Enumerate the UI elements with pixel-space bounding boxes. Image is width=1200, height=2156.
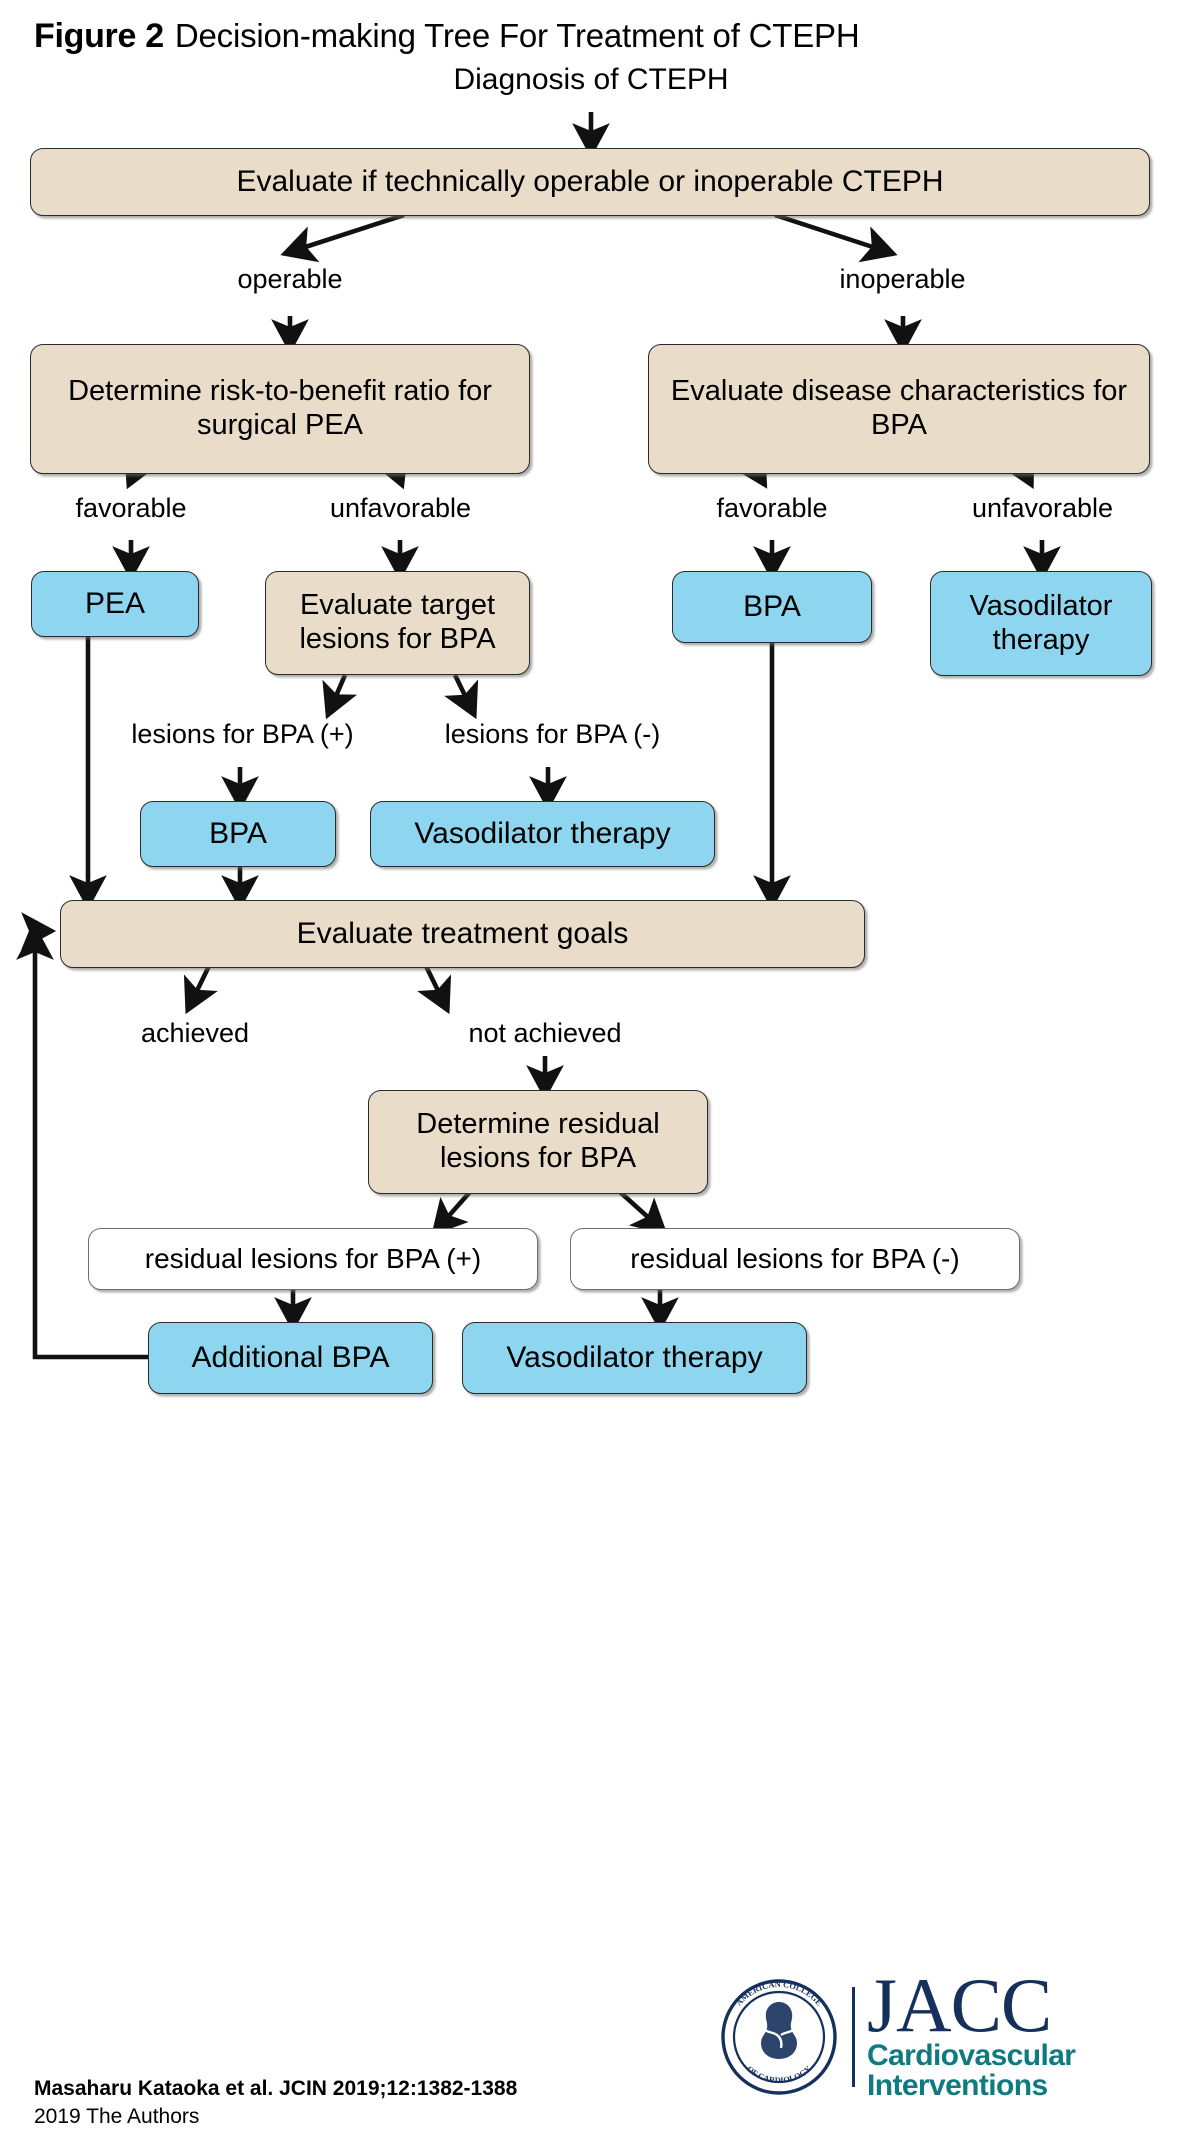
node-bpa-lesions-positive[interactable]: BPA	[140, 801, 336, 867]
edge-label-unfavorable-pea: unfavorable	[329, 492, 472, 523]
edge-label-favorable-pea: favorable	[75, 492, 187, 523]
citation-reference: Masaharu Kataoka et al. JCIN 2019;12:138…	[34, 2077, 518, 2100]
edge-label-operable: operable	[237, 263, 343, 294]
acc-seal-bottom-label: OF CARDIOLOGY	[745, 2064, 813, 2085]
jacc-wordmark-subtitle: Cardiovascular Interventions	[867, 2038, 1076, 2103]
jacc-logo: AMERICAN COLLEGE OF CARDIOLOGY JACC Card…	[720, 1962, 1170, 2112]
node-vasodilator-residual-negative[interactable]: Vasodilator therapy	[462, 1322, 807, 1394]
footer-citation: Masaharu Kataoka et al. JCIN 2019;12:138…	[34, 2075, 734, 2131]
node-evaluate-target-lesions[interactable]: Evaluate target lesions for BPA	[265, 571, 530, 675]
jacc-wordmark-main: JACC	[867, 1962, 1052, 2049]
node-evaluate-operability[interactable]: Evaluate if technically operable or inop…	[30, 148, 1150, 216]
edge-label-favorable-bpa: favorable	[716, 492, 828, 523]
node-residual-negative[interactable]: residual lesions for BPA (-)	[570, 1228, 1020, 1290]
node-vasodilator-unfavorable[interactable]: Vasodilator therapy	[930, 571, 1152, 676]
node-pea[interactable]: PEA	[31, 571, 199, 637]
node-evaluate-disease-characteristics[interactable]: Evaluate disease characteristics for BPA	[648, 344, 1150, 474]
edge-label-lesions-negative: lesions for BPA (-)	[444, 718, 661, 749]
node-bpa-inoperable[interactable]: BPA	[672, 571, 872, 643]
edge-label-achieved: achieved	[140, 1017, 250, 1048]
node-determine-residual-lesions[interactable]: Determine residual lesions for BPA	[368, 1090, 708, 1194]
node-diagnosis: Diagnosis of CTEPH	[453, 63, 729, 96]
node-determine-risk-benefit[interactable]: Determine risk-to-benefit ratio for surg…	[30, 344, 530, 474]
figure-title-bar: Figure 2 Decision-making Tree For Treatm…	[34, 10, 1174, 62]
edge-label-lesions-positive: lesions for BPA (+)	[131, 718, 354, 749]
citation-copyright: 2019 The Authors	[34, 2104, 200, 2128]
jacc-wordmark: JACC Cardiovascular Interventions	[867, 1962, 1076, 2103]
jacc-subtitle-line1: Cardiovascular	[867, 2038, 1076, 2072]
node-evaluate-treatment-goals[interactable]: Evaluate treatment goals	[60, 900, 865, 968]
node-residual-positive[interactable]: residual lesions for BPA (+)	[88, 1228, 538, 1290]
acc-seal-icon: AMERICAN COLLEGE OF CARDIOLOGY	[721, 1979, 837, 2095]
jacc-subtitle-line2: Interventions	[867, 2069, 1048, 2103]
node-vasodilator-lesions-negative[interactable]: Vasodilator therapy	[370, 801, 715, 867]
edge-label-not-achieved: not achieved	[468, 1017, 622, 1048]
edge-label-unfavorable-bpa: unfavorable	[971, 492, 1114, 523]
figure-label: Figure 2	[34, 16, 164, 55]
figure-title: Decision-making Tree For Treatment of CT…	[174, 17, 860, 54]
edge-label-inoperable: inoperable	[839, 263, 966, 294]
node-additional-bpa[interactable]: Additional BPA	[148, 1322, 433, 1394]
logo-divider	[852, 1987, 855, 2087]
